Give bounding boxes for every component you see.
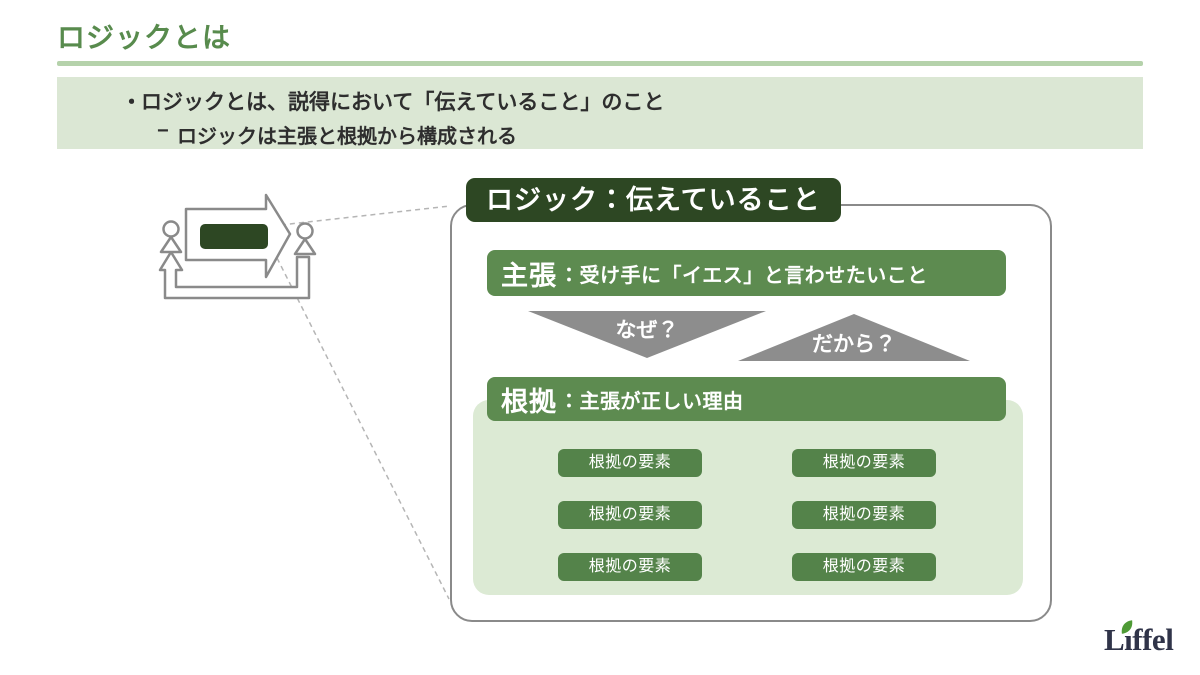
person-icon-sender [159,220,183,254]
claim-label: 主張 [501,260,557,291]
communication-illustration [158,193,451,600]
evidence-panel [473,400,1023,595]
sub-bullet-marker: − [157,120,169,142]
evidence-label: 根拠 [501,386,557,417]
banner-bullet-line: ・ ロジックとは、説得において「伝えていること」のこと [121,86,1143,116]
why-label: なぜ？ [615,319,679,342]
banner-sub-bullet-text: ロジックは主張と根拠から構成される [177,126,517,148]
person-icon-receiver [293,222,317,256]
claim-bar: 主張 ：受け手に「イエス」と言わせたいこと [487,250,1006,296]
evidence-chip: 根拠の要素 [558,449,702,477]
evidence-chip: 根拠の要素 [558,501,702,529]
page-title: ロジックとは [57,22,232,53]
claim-desc: ：受け手に「イエス」と言わせたいこと [559,264,928,287]
bullet-marker: ・ [121,91,142,114]
evidence-chip: 根拠の要素 [792,449,936,477]
evidence-chip: 根拠の要素 [558,553,702,581]
banner-sub-bullet-line: − ロジックは主張と根拠から構成される [157,120,1143,149]
message-block [200,224,268,249]
leaf-icon [1121,620,1133,634]
title-underline [57,61,1143,66]
summary-banner: ・ ロジックとは、説得において「伝えていること」のこと − ロジックは主張と根拠… [57,77,1143,149]
evidence-desc: ：主張が正しい理由 [559,390,744,413]
logic-box-title: ロジック：伝えていること [466,178,841,222]
banner-bullet-text: ロジックとは、説得において「伝えていること」のこと [141,91,665,114]
evidence-chip: 根拠の要素 [792,501,936,529]
so-what-label: だから？ [812,333,896,356]
logo-text: Liffel [1104,622,1174,657]
evidence-chip: 根拠の要素 [792,553,936,581]
feedback-arrow-shape [158,250,311,300]
connector-lines [271,205,451,600]
liffel-logo: Liffel [1104,620,1174,658]
evidence-bar: 根拠 ：主張が正しい理由 [487,377,1006,421]
